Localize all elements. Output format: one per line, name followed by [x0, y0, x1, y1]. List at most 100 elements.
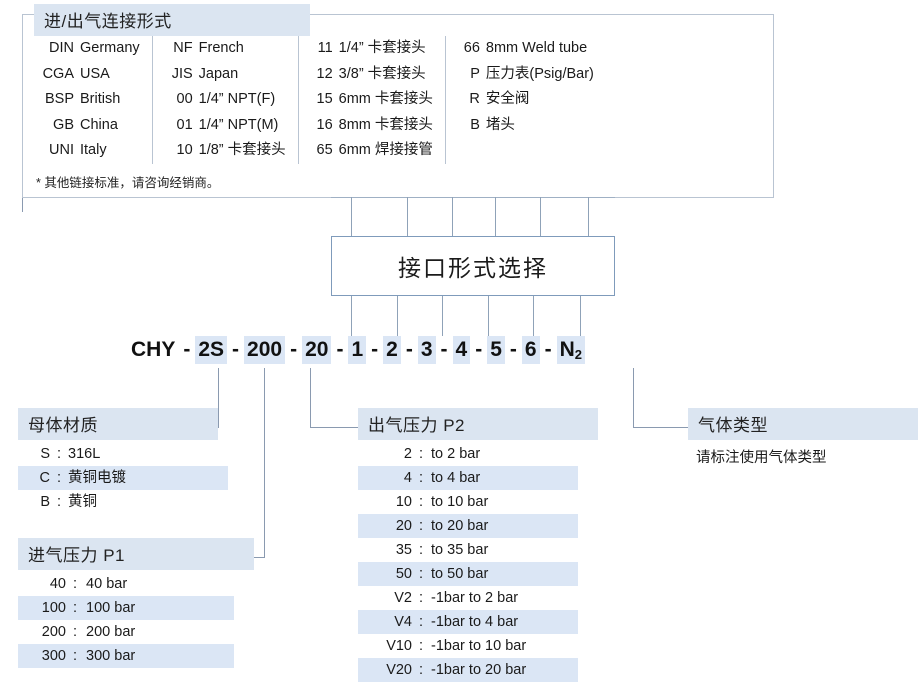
- comb-tick-upper-1: [351, 197, 352, 236]
- connection-note: * 其他链接标准，请咨询经销商。: [36, 176, 220, 190]
- code-gas-subscript: 2: [574, 347, 582, 362]
- connection-desc: 6mm 焊接接管: [338, 142, 433, 158]
- connection-desc: 1/4” NPT(M): [198, 116, 279, 133]
- interface-selection-box: 接口形式选择: [331, 236, 615, 296]
- code-separator: -: [290, 338, 298, 361]
- outlet-pressure-code: 2: [403, 446, 412, 462]
- code-segment-3: 3: [417, 336, 436, 364]
- leader-material-vertical: [218, 368, 219, 427]
- code-separator: -: [232, 338, 240, 361]
- comb-tick-upper-3: [452, 197, 453, 236]
- connection-code: CGA: [42, 65, 74, 82]
- outlet-pressure-title: 出气压力 P2: [358, 408, 598, 440]
- comb-tick-lower-2: [397, 296, 398, 336]
- outlet-pressure-row: V2: -1bar to 2 bar: [358, 586, 578, 610]
- inlet-pressure-desc: 40 bar: [86, 576, 128, 592]
- material-row: S: 316L: [18, 442, 228, 466]
- code-segment-2: 2: [383, 336, 401, 364]
- leader-outlet-vertical: [310, 368, 311, 427]
- material-row: B: 黄铜: [18, 490, 228, 514]
- outlet-pressure-code: 10: [395, 494, 412, 510]
- comb-tick-lower-6: [580, 296, 581, 336]
- code-segment-4: 4: [452, 336, 471, 364]
- connection-row: 11 1/4” 卡套接头: [299, 36, 445, 62]
- connection-code: UNI: [49, 142, 74, 158]
- connection-code: 66: [463, 40, 480, 56]
- outlet-pressure-row: V4: -1bar to 4 bar: [358, 610, 578, 634]
- outlet-pressure-desc: to 20 bar: [431, 518, 489, 534]
- outlet-pressure-row: 50: to 50 bar: [358, 562, 578, 586]
- connection-code: 16: [316, 116, 333, 133]
- connection-row: B 堵头: [446, 113, 606, 139]
- inlet-pressure-row: 40: 40 bar: [18, 572, 234, 596]
- connection-code: R: [469, 91, 480, 107]
- connection-row: UNI Italy: [26, 138, 152, 164]
- outlet-pressure-desc: to 35 bar: [431, 542, 489, 558]
- inlet-pressure-code: 200: [41, 624, 66, 640]
- connection-row: R 安全阀: [446, 87, 606, 113]
- connection-desc: 安全阀: [485, 91, 530, 107]
- connection-desc: 1/4” 卡套接头: [338, 40, 426, 56]
- interface-selection-label: 接口形式选择: [398, 255, 548, 281]
- code-segment-outlet-pressure: 20: [302, 336, 332, 364]
- connection-row: BSP British: [26, 87, 152, 113]
- gas-type-title: 气体类型: [688, 408, 918, 440]
- inlet-pressure-code: 300: [41, 648, 66, 664]
- inlet-pressure-desc: 100 bar: [86, 600, 136, 616]
- connection-desc: 压力表(Psig/Bar): [485, 65, 594, 82]
- material-desc: 黄铜: [68, 494, 98, 510]
- outlet-pressure-code: V4: [394, 614, 412, 630]
- connection-desc: French: [198, 40, 244, 56]
- connection-code: DIN: [49, 40, 74, 56]
- code-segment-1: 1: [348, 336, 367, 364]
- connection-code: 65: [316, 142, 333, 158]
- inlet-pressure-desc: 300 bar: [86, 648, 136, 664]
- outlet-pressure-row: 4: to 4 bar: [358, 466, 578, 490]
- connection-code: 00: [176, 91, 193, 107]
- inlet-pressure-code: 100: [41, 600, 66, 616]
- connection-code: 01: [176, 116, 193, 133]
- outlet-pressure-row: V10: -1bar to 10 bar: [358, 634, 578, 658]
- connection-row: 00 1/4” NPT(F): [153, 87, 298, 113]
- code-segment-prefix: CHY: [131, 338, 176, 361]
- outlet-pressure-list: 2: to 2 bar 4: to 4 bar 10: to 10 bar 20…: [358, 442, 578, 682]
- connection-code: 15: [316, 91, 333, 107]
- outlet-pressure-row: 20: to 20 bar: [358, 514, 578, 538]
- connection-row: P 压力表(Psig/Bar): [446, 62, 606, 88]
- connection-row: 01 1/4” NPT(M): [153, 113, 298, 139]
- comb-tick-upper-6: [588, 197, 589, 236]
- code-segment-inlet-pressure: 200: [244, 336, 286, 364]
- connection-code: BSP: [44, 91, 74, 107]
- code-separator: -: [336, 338, 344, 361]
- connection-desc: British: [80, 91, 121, 107]
- leader-gas-vertical: [633, 368, 634, 427]
- product-code-line: CHY - 2S - 200 - 20 - 1 - 2 - 3 - 4 - 5 …: [128, 336, 585, 364]
- connection-column-4: 66 8mm Weld tube P 压力表(Psig/Bar) R 安全阀 B…: [444, 36, 606, 164]
- code-segment-5: 5: [487, 336, 505, 364]
- connection-type-columns: DIN Germany CGA USA BSP British GB China…: [26, 36, 606, 164]
- connection-desc: 3/8” 卡套接头: [338, 65, 426, 82]
- outlet-pressure-desc: -1bar to 2 bar: [431, 590, 519, 606]
- comb-tick-lower-3: [442, 296, 443, 336]
- outlet-pressure-desc: to 2 bar: [431, 446, 481, 462]
- outlet-pressure-desc: to 50 bar: [431, 566, 489, 582]
- code-separator: -: [475, 338, 483, 361]
- connection-row: 15 6mm 卡套接头: [299, 87, 445, 113]
- connection-desc: 堵头: [485, 116, 515, 133]
- connection-code: 11: [317, 40, 333, 56]
- connection-row: 65 6mm 焊接接管: [299, 138, 445, 164]
- code-gas-symbol: N: [559, 338, 575, 361]
- inlet-pressure-desc: 200 bar: [86, 624, 136, 640]
- comb-tick-lower-5: [533, 296, 534, 336]
- outlet-pressure-row: V20: -1bar to 20 bar: [358, 658, 578, 682]
- leader-gas-horizontal: [633, 427, 688, 428]
- connection-desc: 1/8” 卡套接头: [198, 142, 286, 158]
- connection-desc: Italy: [80, 142, 107, 158]
- connection-row: DIN Germany: [26, 36, 152, 62]
- connection-code: 12: [316, 65, 333, 82]
- connection-column-3: 11 1/4” 卡套接头 12 3/8” 卡套接头 15 6mm 卡套接头 16…: [297, 36, 445, 164]
- code-separator: -: [440, 338, 448, 361]
- code-separator: -: [544, 338, 552, 361]
- outlet-pressure-desc: to 10 bar: [431, 494, 489, 510]
- material-desc: 黄铜电镀: [68, 470, 127, 486]
